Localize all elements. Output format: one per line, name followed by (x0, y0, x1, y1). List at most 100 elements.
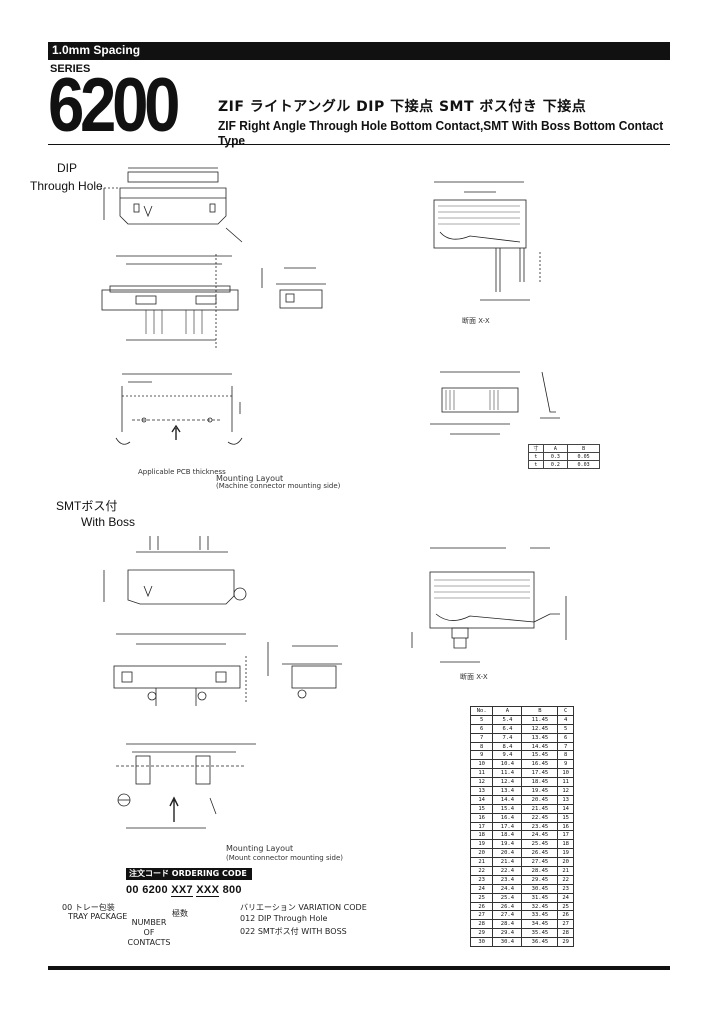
table-cell: 23 (469, 874, 494, 885)
table-cell: 29.4 (492, 928, 523, 939)
table-cell: 8.4 (492, 741, 523, 752)
table-cell: 21 (557, 866, 574, 876)
table-cell: 23.4 (492, 874, 523, 885)
table-cell: 16.45 (521, 759, 559, 770)
table-cell: 22.45 (521, 812, 559, 823)
smt-front-view-drawing (96, 626, 256, 716)
table-cell: 30 (469, 937, 494, 948)
mounting-layout-note-1: (Machine connector mounting side) (216, 482, 341, 490)
table-cell: 16 (557, 821, 574, 832)
table-cell: 24 (469, 883, 494, 894)
dim-header-a: A (492, 706, 523, 716)
section-label-2: 断面 X-X (460, 673, 488, 681)
table-cell: 6.4 (492, 723, 523, 734)
table-cell: 5.4 (492, 714, 523, 725)
table-cell: 30.45 (521, 883, 559, 894)
table-cell: 17.45 (521, 768, 559, 779)
table-cell: 6 (557, 732, 574, 743)
ordering-code-header: 注文コード ORDERING CODE (126, 868, 252, 880)
table-cell: 14 (557, 803, 574, 814)
table-cell: 7 (469, 732, 494, 743)
table-cell: 17 (557, 830, 574, 841)
table-cell: 29 (557, 937, 574, 948)
table-cell: 28.45 (521, 866, 559, 876)
table-cell: 28 (469, 919, 494, 930)
table-cell: 29 (469, 928, 494, 939)
code-part-series: 6200 (142, 884, 168, 896)
table-cell: 11 (557, 777, 574, 788)
table-cell: 27.45 (521, 857, 559, 868)
table-cell: 24.4 (492, 883, 523, 894)
table-cell: 11.45 (521, 714, 559, 725)
table-cell: 33.45 (521, 910, 559, 921)
table-cell: 15 (469, 803, 494, 814)
table-cell: 9 (557, 759, 574, 770)
series-number: 6200 (48, 63, 181, 148)
table-cell: 32.45 (521, 901, 559, 912)
table-cell: 21 (469, 857, 494, 868)
table-cell: 25 (469, 892, 494, 903)
dim-header-b: B (521, 706, 559, 716)
table-cell: 18 (469, 830, 494, 841)
mounting-layout-caption-1: Mounting Layout (216, 474, 284, 483)
variation-smt-note: 022 SMTボス付 WITH BOSS (240, 927, 347, 936)
table-cell: 19 (469, 839, 494, 850)
mounting-layout-note-2: (Mount connector mounting side) (226, 854, 344, 862)
table-cell: 15 (557, 812, 574, 823)
table-cell: 28 (557, 928, 574, 939)
with-boss-label: With Boss (81, 515, 136, 529)
smt-end-view-drawing (262, 636, 348, 710)
table-cell: 22.4 (492, 866, 523, 876)
table-cell: 5 (557, 723, 574, 734)
table-cell: 20 (557, 857, 574, 868)
title-japanese: ZIF ライトアングル DIP 下接点 SMT ボス付き 下接点 (218, 99, 587, 115)
table-cell: 7 (557, 741, 574, 752)
code-part-contacts: XX7 (171, 884, 193, 897)
dip-end-view-drawing (256, 262, 332, 318)
table-cell: 21.45 (521, 803, 559, 814)
smt-side-view-drawing (100, 530, 260, 626)
table-cell: 35.45 (521, 928, 559, 939)
ordering-code: 00 6200 XX7 XXX 800 (126, 884, 242, 897)
table-cell: 12 (557, 786, 574, 796)
table-cell: 22 (469, 866, 494, 876)
table-cell: 16.4 (492, 812, 523, 823)
table-cell: 19.4 (492, 839, 523, 850)
table-cell: 10 (557, 768, 574, 779)
code-part-suffix: 800 (222, 884, 242, 896)
table-cell: 10 (469, 759, 494, 770)
table-cell: 11 (469, 768, 494, 779)
table-cell: 15.4 (492, 803, 523, 814)
table-cell: 18.4 (492, 830, 523, 841)
tray-package-note: TRAY PACKAGE (68, 912, 128, 921)
table-cell: 29.45 (521, 874, 559, 885)
table-cell: 14 (469, 794, 494, 805)
table-cell: 12.4 (492, 777, 523, 788)
table-cell: 15.45 (521, 750, 559, 761)
table-cell: 18 (557, 839, 574, 850)
table-cell: 36.45 (521, 937, 559, 948)
table-cell: 27 (469, 910, 494, 921)
table-cell: 20.45 (521, 794, 559, 805)
